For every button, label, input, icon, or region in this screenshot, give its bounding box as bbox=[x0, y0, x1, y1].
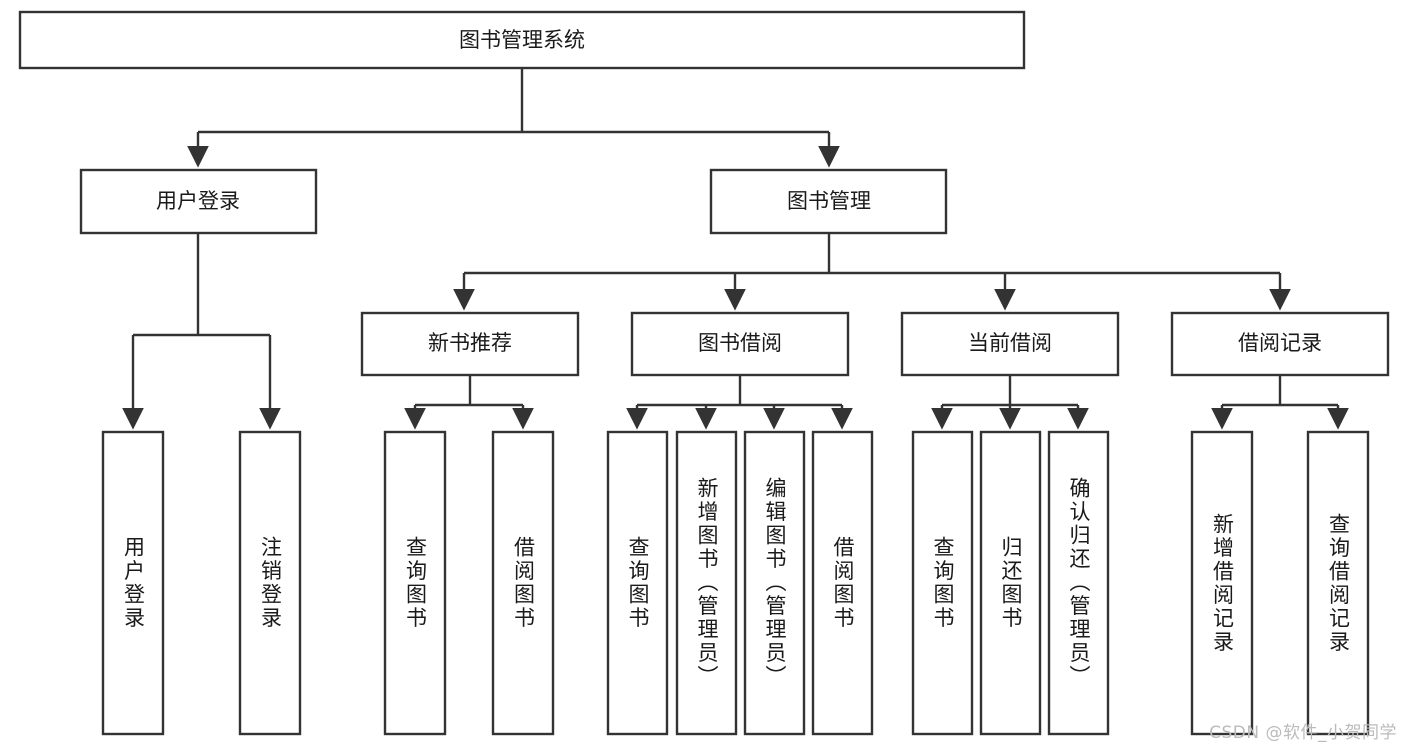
leaf-box[interactable] bbox=[675, 430, 738, 736]
node-book-management-box[interactable] bbox=[709, 168, 948, 235]
connector-group-new-book bbox=[404, 375, 534, 430]
leaf-box[interactable] bbox=[491, 430, 555, 736]
connector-group-root bbox=[187, 68, 840, 168]
watermark-text: CSDN @软件_小贺同学 bbox=[1209, 723, 1397, 743]
node-borrow-record-box[interactable] bbox=[1170, 311, 1390, 377]
leaf-box[interactable] bbox=[911, 430, 974, 736]
connector-group-user-login bbox=[122, 233, 281, 430]
node-book-borrow-box[interactable] bbox=[630, 311, 850, 377]
connector-group-borrow-record bbox=[1211, 375, 1349, 430]
leaf-box[interactable] bbox=[1306, 430, 1370, 736]
node-root-box[interactable] bbox=[18, 10, 1026, 70]
node-book-borrow-label: 图书借阅 bbox=[698, 331, 782, 355]
node-current-borrow-label: 当前借阅 bbox=[968, 331, 1052, 355]
node-user-login-label: 用户登录 bbox=[156, 189, 240, 213]
leaf-box[interactable] bbox=[743, 430, 806, 736]
node-book-management-label: 图书管理 bbox=[787, 189, 871, 213]
connector-group-book-management bbox=[453, 233, 1291, 311]
leaf-box[interactable] bbox=[1190, 430, 1254, 736]
leaf-box[interactable] bbox=[101, 430, 165, 736]
leaf-box[interactable] bbox=[811, 430, 874, 736]
node-user-login-box[interactable] bbox=[79, 168, 318, 235]
leaf-box[interactable] bbox=[979, 430, 1042, 736]
connector-group-current-borrow bbox=[931, 375, 1089, 430]
node-root-label: 图书管理系统 bbox=[459, 28, 585, 52]
leaf-box[interactable] bbox=[238, 430, 302, 736]
node-current-borrow-box[interactable] bbox=[900, 311, 1120, 377]
leaf-box[interactable] bbox=[1047, 430, 1110, 736]
leaf-box[interactable] bbox=[383, 430, 447, 736]
leaf-box[interactable] bbox=[606, 430, 669, 736]
node-new-book-recommend-label: 新书推荐 bbox=[428, 331, 512, 355]
node-new-book-recommend-box[interactable] bbox=[360, 311, 580, 377]
node-borrow-record-label: 借阅记录 bbox=[1238, 331, 1322, 355]
connector-group-book-borrow bbox=[626, 375, 853, 430]
